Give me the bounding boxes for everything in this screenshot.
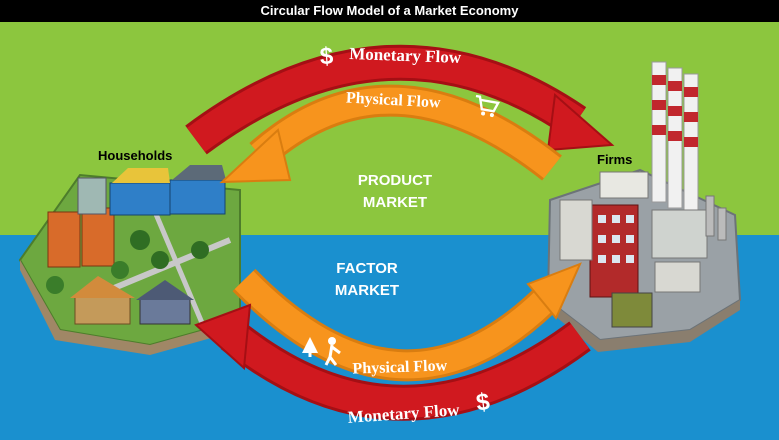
bottom-physical-label: Physical Flow [352, 357, 448, 377]
factor-market-label: FACTOR MARKET [287, 258, 447, 302]
product-market-label: PRODUCT MARKET [315, 170, 475, 214]
households-label: Households [98, 148, 173, 163]
product-market-line2: MARKET [362, 194, 428, 211]
factor-market-line1: FACTOR [336, 260, 398, 277]
top-physical-label: Physical Flow [346, 90, 442, 112]
product-market-line1: PRODUCT [357, 172, 433, 189]
households-illustration [18, 165, 241, 355]
bottom-monetary-arrow [194, 303, 591, 421]
diagram-title: Circular Flow Model of a Market Economy [0, 0, 779, 22]
dollar-icon: $ [319, 43, 335, 71]
firms-illustration [546, 61, 742, 352]
factor-market-line2: MARKET [334, 282, 400, 299]
workers-icon [302, 337, 341, 366]
top-physical-arrow [219, 84, 562, 184]
top-monetary-arrow [185, 44, 615, 155]
shopping-cart-icon [475, 94, 500, 118]
bottom-physical-arrow [232, 262, 582, 382]
firms-label: Firms [597, 152, 633, 167]
top-monetary-label: Monetary Flow [349, 44, 462, 67]
dollar-icon-bottom: $ [474, 388, 492, 417]
